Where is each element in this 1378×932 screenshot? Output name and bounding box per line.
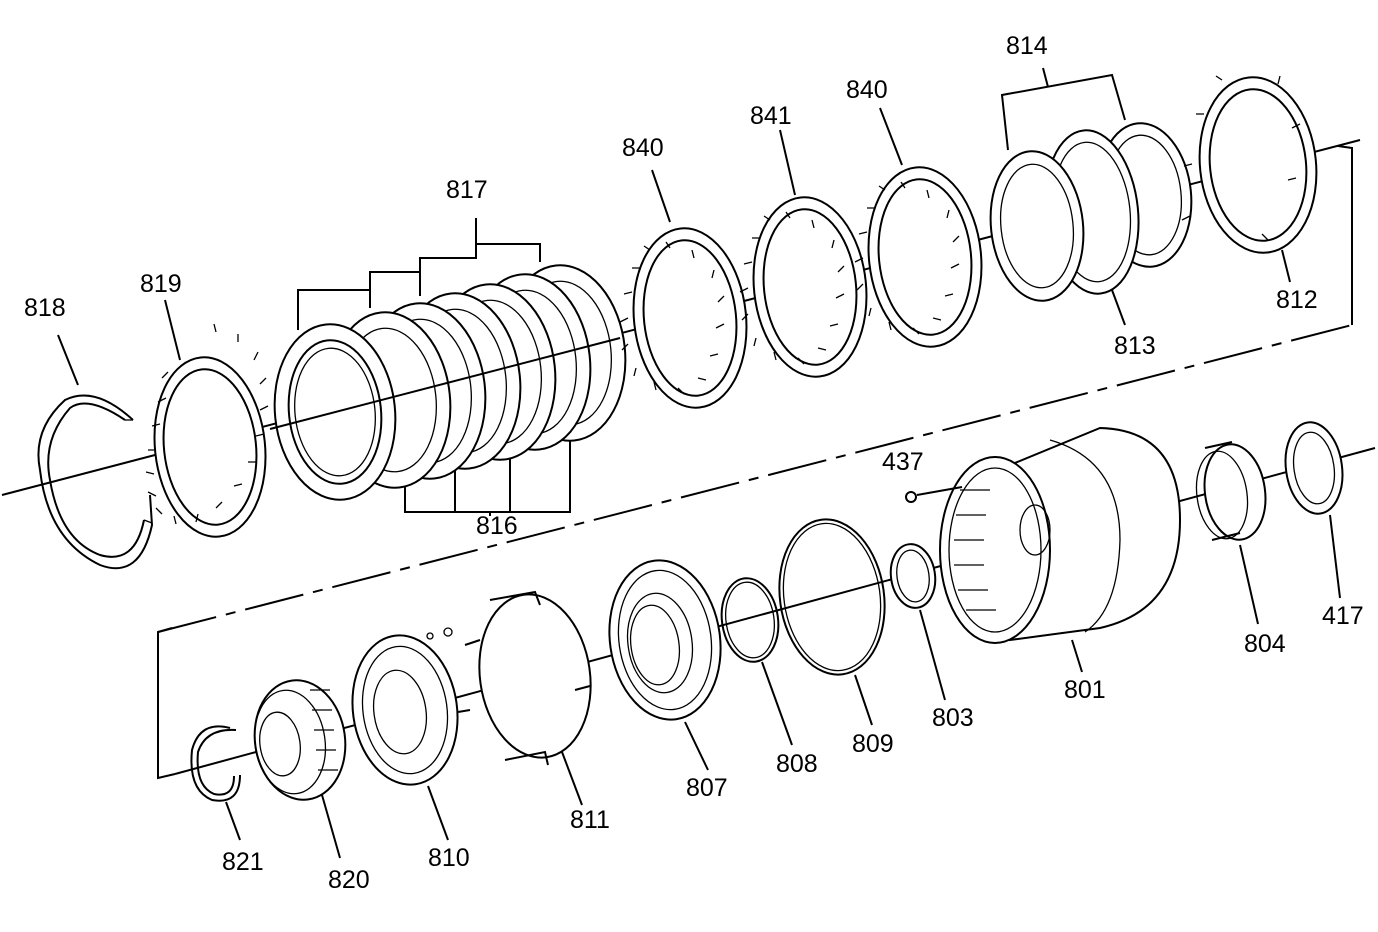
- leader-841: [779, 129, 796, 196]
- leader-813: [1111, 289, 1126, 326]
- label-809: 809: [852, 730, 894, 758]
- label-840-b: 840: [846, 76, 888, 104]
- leader-809: [854, 674, 873, 726]
- leader-801: [1071, 639, 1083, 673]
- part-819-plate: [145, 323, 269, 538]
- label-840-a: 840: [622, 134, 664, 162]
- label-814: 814: [1006, 32, 1048, 60]
- leader-820: [321, 794, 341, 859]
- bracket-816: [404, 440, 571, 513]
- leader-811: [561, 751, 583, 806]
- label-437: 437: [882, 448, 924, 476]
- label-818: 818: [24, 294, 66, 322]
- leader-812: [1281, 249, 1291, 283]
- part-809-seal: [778, 518, 886, 676]
- label-841: 841: [750, 102, 792, 130]
- label-811: 811: [570, 806, 610, 834]
- leader-818: [57, 334, 79, 386]
- part-801-drum: [939, 426, 1182, 644]
- part-808-seal: [720, 577, 780, 663]
- part-810-housing: [351, 627, 459, 786]
- label-817: 817: [446, 176, 488, 204]
- leader-808: [761, 661, 793, 746]
- leader-819: [164, 299, 181, 361]
- label-808: 808: [776, 750, 818, 778]
- label-417: 417: [1322, 602, 1364, 630]
- leader-840b: [879, 107, 903, 166]
- part-812-plate: [1181, 75, 1318, 254]
- leader-840a: [651, 169, 671, 223]
- part-811-retainer: [457, 590, 592, 766]
- leader-810: [427, 785, 449, 841]
- part-820-spring-assembly: [253, 679, 347, 801]
- leader-417: [1329, 514, 1341, 599]
- part-817-816-clutch-pack: [269, 264, 627, 501]
- leader-803: [919, 609, 946, 701]
- leader-437: [916, 486, 963, 496]
- label-820: 820: [328, 866, 370, 894]
- label-804: 804: [1244, 630, 1286, 658]
- leader-821: [225, 801, 241, 841]
- part-840-plate-b: [854, 166, 983, 348]
- leader-814: [1042, 67, 1049, 88]
- label-812: 812: [1276, 286, 1318, 314]
- label-807: 807: [686, 774, 728, 802]
- leader-807: [684, 721, 709, 771]
- lower-axis-bracket: [157, 627, 176, 780]
- label-803: 803: [932, 704, 974, 732]
- leader-804: [1239, 544, 1259, 625]
- part-417-washer: [1284, 421, 1344, 515]
- bracket-814: [1000, 73, 1126, 151]
- part-814-plates: [989, 122, 1193, 302]
- label-813: 813: [1114, 332, 1156, 360]
- part-803-ring: [889, 543, 937, 609]
- part-804-sleeve: [1195, 441, 1267, 541]
- label-821: 821: [222, 848, 264, 876]
- label-810: 810: [428, 844, 470, 872]
- part-821-snap-ring: [190, 725, 241, 802]
- part-841-plate: [739, 196, 868, 378]
- part-437-ball: [905, 491, 917, 503]
- part-807-piston: [608, 559, 722, 721]
- label-816: 816: [476, 512, 518, 540]
- part-818-snap-ring: [37, 394, 154, 570]
- label-801: 801: [1064, 676, 1106, 704]
- label-819: 819: [140, 270, 182, 298]
- dashed-connector: [157, 324, 1353, 633]
- part-840-plate-a: [619, 227, 748, 409]
- upper-axis-bracket: [1337, 145, 1353, 325]
